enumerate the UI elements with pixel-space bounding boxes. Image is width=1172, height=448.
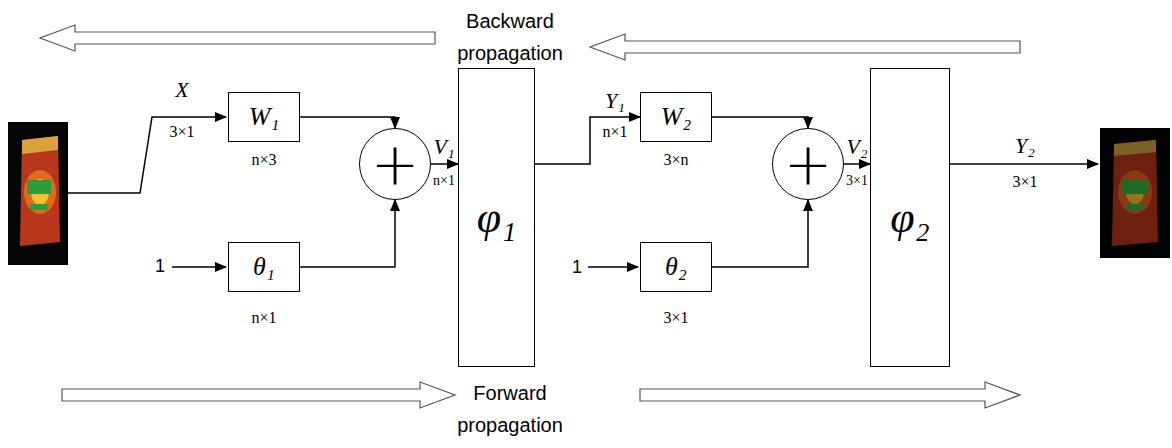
dimension-label: 3×n: [663, 151, 688, 169]
direction-label: Backward propagation: [445, 5, 575, 69]
node-text: W₂: [661, 104, 692, 130]
dimension-label: n×3: [251, 151, 276, 169]
node-text: φ₂: [890, 196, 930, 240]
signal-connector: [712, 117, 808, 128]
node-text: φ₁: [477, 196, 517, 240]
sum-circle: +: [772, 128, 844, 200]
dimension-label: 3×1: [169, 123, 194, 141]
dimension-label: 3×1: [1012, 173, 1037, 191]
signal-name: Y₂: [1015, 134, 1035, 158]
bias-input-wire: [588, 266, 638, 268]
node-text: W₁: [249, 104, 280, 130]
node-text: +: [784, 135, 833, 193]
dimension-label: n×1: [433, 173, 455, 188]
dimension-label: n×1: [602, 123, 627, 141]
activation-box: φ₁: [458, 68, 535, 367]
forward-arrow: [640, 382, 1020, 408]
weight-box: W₁: [228, 92, 300, 142]
input-image: [8, 122, 68, 265]
signal-connector: [535, 117, 640, 164]
sum-circle: +: [359, 128, 431, 200]
signal-connector: [712, 200, 808, 267]
signal-name: Y₁: [605, 89, 625, 113]
backward-arrow: [590, 34, 1020, 60]
constant-input: 1: [155, 257, 165, 277]
dimension-label: 3×1: [663, 309, 688, 327]
node-text: θ₁: [253, 254, 275, 280]
signal-name: X: [175, 78, 188, 102]
node-text: θ₂: [665, 254, 687, 280]
bias-input-wire: [172, 266, 226, 268]
weight-box: W₂: [640, 92, 712, 142]
signal-connector: [844, 163, 870, 165]
signal-connector: [300, 117, 395, 128]
bias-box: θ₂: [640, 242, 712, 292]
constant-input: 1: [572, 258, 582, 278]
input-wire: [68, 117, 226, 193]
output-wire: [950, 163, 1098, 165]
signal-name: V₁: [433, 135, 454, 159]
activation-box: φ₂: [870, 68, 950, 367]
dimension-label: n×1: [251, 309, 276, 327]
signal-connector: [431, 163, 458, 165]
backward-arrow: [40, 25, 435, 51]
signal-name: V₂: [846, 135, 867, 159]
signal-connector: [300, 200, 395, 267]
dimension-label: 3×1: [846, 173, 868, 188]
node-text: +: [371, 135, 420, 193]
direction-label: Forward propagation: [445, 377, 575, 441]
forward-arrow: [62, 382, 455, 408]
output-image: [1100, 128, 1170, 258]
bias-box: θ₁: [228, 242, 300, 292]
